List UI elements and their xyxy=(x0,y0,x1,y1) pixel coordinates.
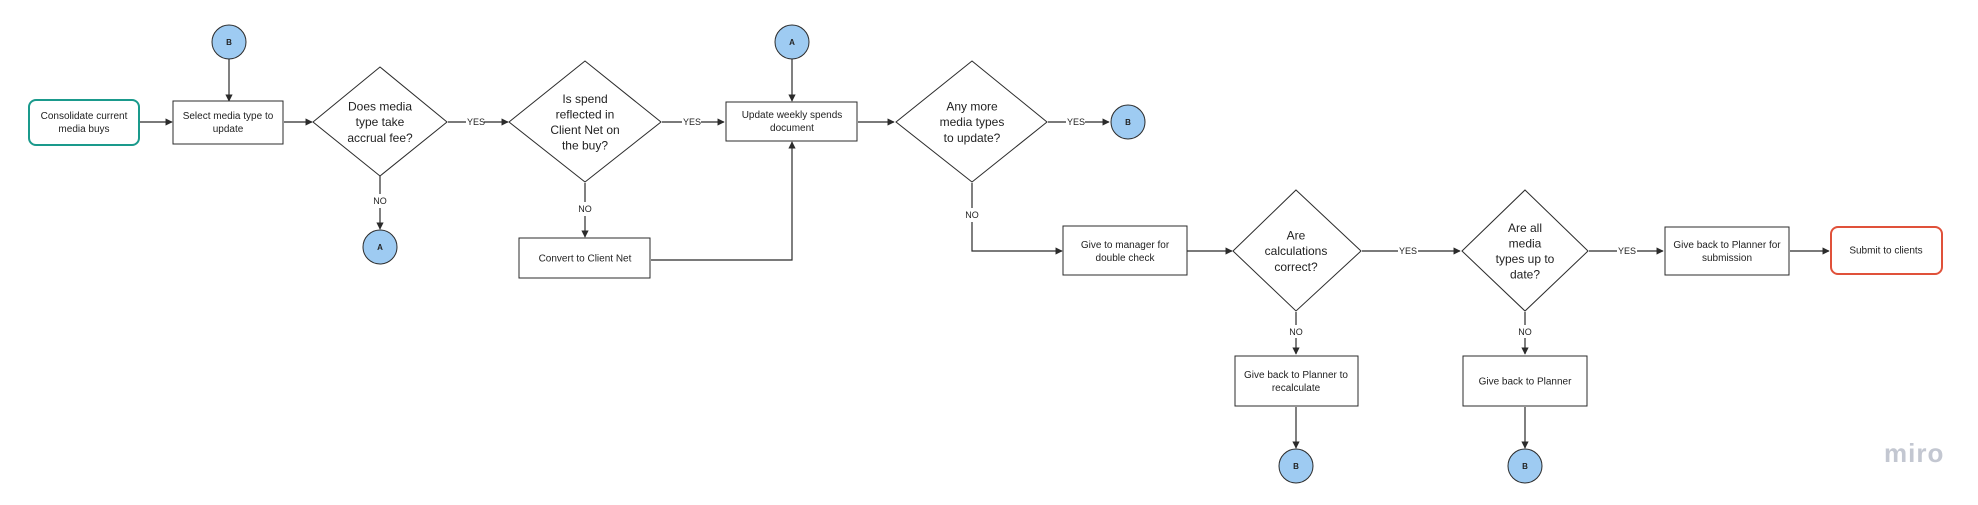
give-submission-node[interactable] xyxy=(1664,226,1790,276)
edges xyxy=(140,57,1830,449)
more-types-decision[interactable] xyxy=(895,60,1048,183)
convert-label: Convert to Client Net xyxy=(539,254,632,265)
connector-b-planner[interactable] xyxy=(1507,448,1543,484)
connector-b-top[interactable] xyxy=(211,24,247,60)
yes-label-accrual: YES xyxy=(467,117,485,127)
miro-watermark: miro xyxy=(1884,438,1944,468)
select-media-node[interactable] xyxy=(172,100,284,145)
connector-a-accrual-label: A xyxy=(377,243,383,252)
no-label-uptodate: NO xyxy=(1518,327,1532,337)
recalculate-node[interactable] xyxy=(1234,355,1359,407)
edge-convert-to-update xyxy=(651,141,796,261)
connector-b-recalc-label: B xyxy=(1293,462,1299,471)
consolidate-node[interactable] xyxy=(28,99,140,146)
connector-a-top-label: A xyxy=(789,38,795,47)
connector-b-planner-label: B xyxy=(1522,462,1528,471)
give-manager-node[interactable] xyxy=(1062,225,1188,276)
give-planner-label: Give back to Planner xyxy=(1479,377,1572,388)
connector-a-accrual[interactable] xyxy=(362,229,398,265)
yes-label-uptodate: YES xyxy=(1618,246,1636,256)
edge-more-no-b xyxy=(971,222,1063,255)
no-label-more: NO xyxy=(965,210,979,220)
yes-label-spend: YES xyxy=(683,117,701,127)
connector-b-more[interactable] xyxy=(1110,104,1146,140)
spend-decision[interactable] xyxy=(508,60,662,183)
calc-decision[interactable] xyxy=(1232,189,1362,312)
edge-labels: YES NO YES NO YES NO YES NO YES NO xyxy=(373,117,1636,337)
submit-label: Submit to clients xyxy=(1849,246,1922,257)
yes-label-more: YES xyxy=(1067,117,1085,127)
connector-b-top-label: B xyxy=(226,38,232,47)
yes-label-calc: YES xyxy=(1399,246,1417,256)
convert-node[interactable] xyxy=(518,237,651,279)
connector-b-more-label: B xyxy=(1125,118,1131,127)
update-weekly-node[interactable] xyxy=(725,101,858,142)
connector-a-top[interactable] xyxy=(774,24,810,60)
no-label-calc: NO xyxy=(1289,327,1303,337)
no-label-accrual: NO xyxy=(373,196,387,206)
accrual-decision[interactable] xyxy=(312,66,448,177)
give-planner-node[interactable] xyxy=(1462,355,1588,407)
uptodate-decision[interactable] xyxy=(1461,189,1589,312)
no-label-spend: NO xyxy=(578,204,592,214)
connectors: B A A B B B xyxy=(211,24,1543,484)
submit-node[interactable] xyxy=(1830,226,1943,275)
connector-b-recalc[interactable] xyxy=(1278,448,1314,484)
